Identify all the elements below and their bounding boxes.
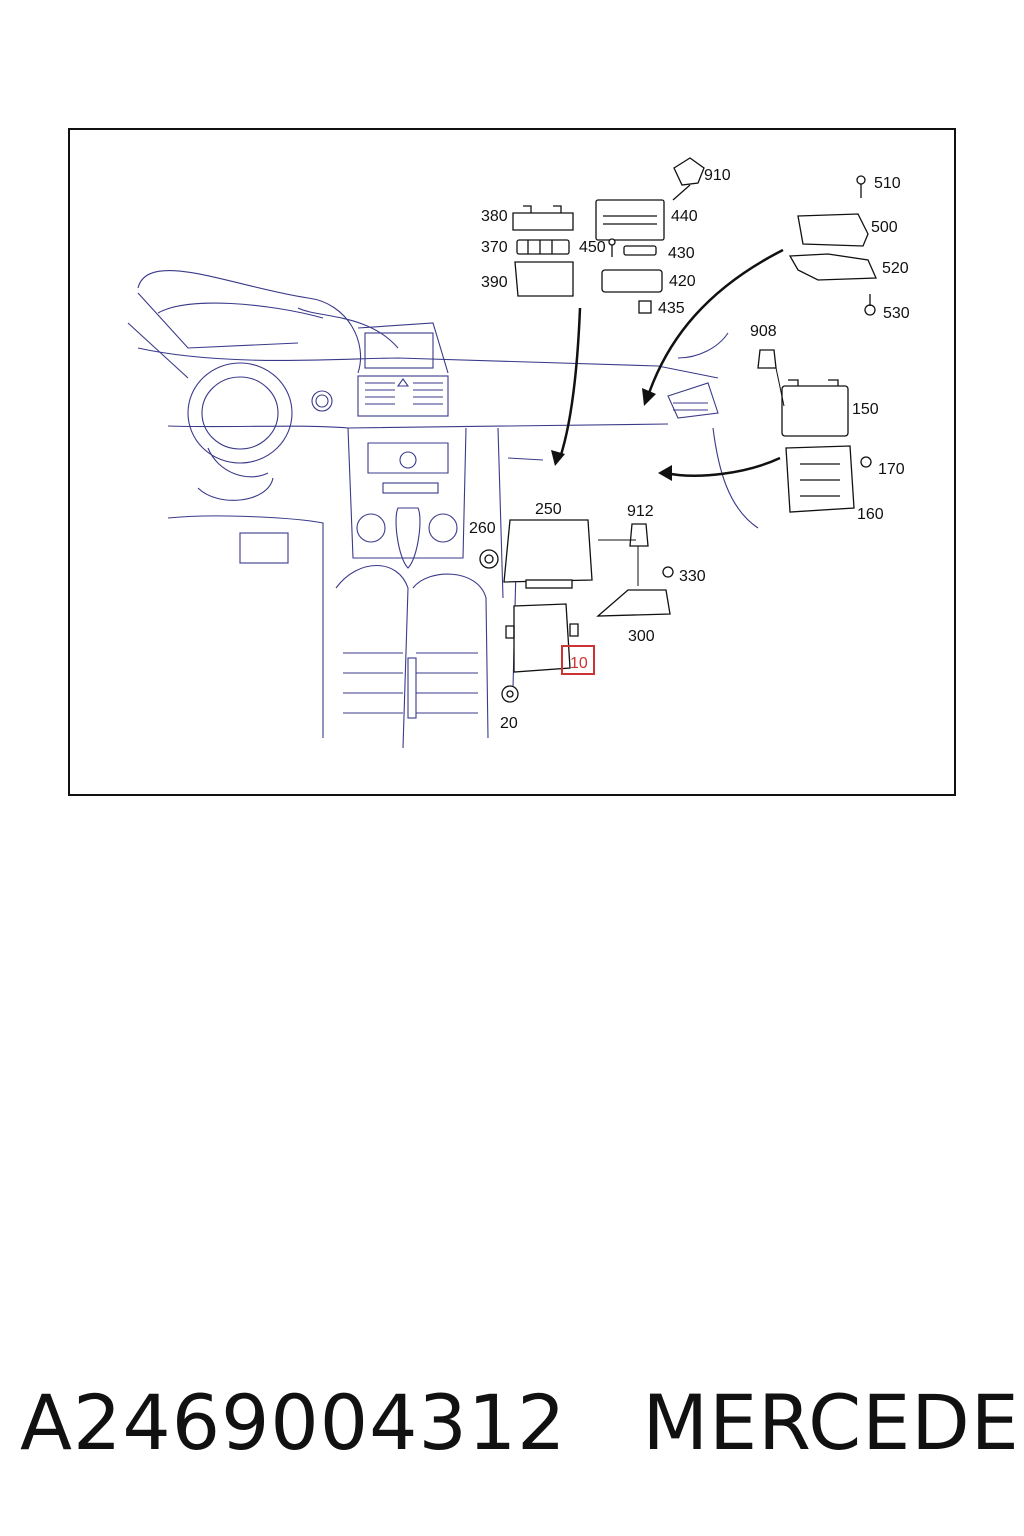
callout-435: 435	[658, 300, 685, 317]
callout-330: 330	[679, 568, 706, 585]
callout-430: 430	[668, 245, 695, 262]
callout-912: 912	[627, 503, 654, 520]
highlight-box	[561, 645, 595, 675]
callout-370: 370	[481, 239, 508, 256]
parts	[479, 157, 877, 703]
callout-150: 150	[852, 401, 879, 418]
callout-440: 440	[671, 208, 698, 225]
callout-labels: 910 510 380 440 500 370 450 430 520 390 …	[469, 167, 910, 732]
callout-390: 390	[481, 274, 508, 291]
callout-20: 20	[500, 715, 518, 732]
callout-170: 170	[878, 461, 905, 478]
parts-diagram: 910 510 380 440 500 370 450 430 520 390 …	[127, 157, 910, 749]
callout-530: 530	[883, 305, 910, 322]
callout-510: 510	[874, 175, 901, 192]
pointer-arrows	[558, 248, 784, 477]
callout-300: 300	[628, 628, 655, 645]
callout-910: 910	[704, 167, 731, 184]
part-number: A2469004312	[20, 1377, 567, 1467]
brand-name: MERCEDES	[642, 1377, 1024, 1467]
callout-160: 160	[857, 506, 884, 523]
callout-420: 420	[669, 273, 696, 290]
dashboard-illustration	[127, 270, 759, 749]
callout-908: 908	[750, 323, 777, 340]
leader-lines	[598, 367, 785, 586]
callout-250: 250	[535, 501, 562, 518]
arrow-heads	[551, 388, 672, 481]
diagram-frame	[68, 128, 956, 796]
callout-520: 520	[882, 260, 909, 277]
callout-10: 10	[570, 655, 588, 672]
callout-450: 450	[579, 239, 606, 256]
footer-caption: A2469004312 MERCEDES	[20, 1372, 1024, 1472]
callout-260: 260	[469, 520, 496, 537]
callout-380: 380	[481, 208, 508, 225]
callout-500: 500	[871, 219, 898, 236]
